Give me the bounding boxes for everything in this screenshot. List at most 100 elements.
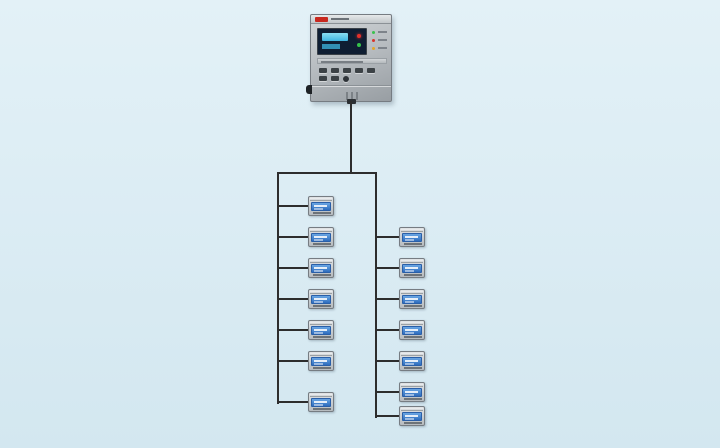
detector-terminals [404, 422, 422, 424]
detector-label [402, 357, 422, 366]
status-led-caption [378, 47, 387, 49]
detector-stub-line [277, 298, 308, 300]
controller-unit [306, 14, 392, 104]
detector-top-strip [401, 322, 423, 325]
detector-label-subtext [314, 239, 323, 241]
detector-label-text [405, 298, 418, 300]
detector-node [308, 351, 334, 371]
detector-label-subtext [405, 301, 414, 303]
detector-node [308, 258, 334, 278]
detector-label [311, 357, 331, 366]
vent-slit [351, 92, 353, 100]
detector-label [402, 412, 422, 421]
detector-label-text [314, 401, 327, 403]
detector-top-strip [310, 322, 332, 325]
lcd-readout-primary [322, 33, 348, 41]
detector-stub-line [375, 360, 399, 362]
button-row-upper [319, 68, 375, 73]
model-label-strip [317, 58, 387, 64]
enclosure-seam-highlight [311, 86, 391, 87]
enclosure-seam [311, 85, 391, 86]
detector-label [402, 233, 422, 242]
detector-label [402, 295, 422, 304]
detector-label-text [405, 391, 418, 393]
detector-label [311, 295, 331, 304]
detector-label [311, 264, 331, 273]
detector-stub-line [277, 401, 308, 403]
detector-top-strip [401, 260, 423, 263]
detector-label-text [314, 236, 327, 238]
detector-top-strip [310, 291, 332, 294]
brand-logo-badge [315, 17, 328, 22]
left-bus-line [277, 172, 279, 404]
status-led-caption [378, 31, 387, 33]
detector-top-strip [310, 229, 332, 232]
controller-display-screen [317, 28, 367, 55]
detector-label-subtext [405, 239, 414, 241]
detector-node [399, 289, 425, 309]
detector-label [402, 264, 422, 273]
detector-terminals [404, 336, 422, 338]
detector-stub-line [375, 267, 399, 269]
detector-top-strip [401, 229, 423, 232]
brand-text [331, 18, 349, 20]
panel-button [355, 68, 363, 73]
side-buzzer-nub [306, 85, 312, 94]
lcd-readout-secondary [322, 44, 340, 49]
detector-top-strip [310, 394, 332, 397]
power-led-green [357, 43, 361, 47]
detector-node [308, 289, 334, 309]
detector-label [402, 326, 422, 335]
detector-terminals [404, 243, 422, 245]
detector-stub-line [375, 298, 399, 300]
detector-label-subtext [314, 363, 323, 365]
detector-label-text [405, 236, 418, 238]
detector-terminals [313, 243, 331, 245]
detector-stub-line [375, 236, 399, 238]
detector-top-strip [310, 198, 332, 201]
panel-button [331, 76, 339, 81]
detector-label [311, 398, 331, 407]
detector-label-text [314, 360, 327, 362]
detector-label-subtext [405, 270, 414, 272]
detector-label-text [405, 267, 418, 269]
detector-node [399, 406, 425, 426]
detector-label-subtext [314, 404, 323, 406]
status-led-green [372, 31, 375, 34]
panel-button [319, 76, 327, 81]
controller-top-panel [311, 15, 391, 24]
panel-button [331, 68, 339, 73]
detector-node [399, 351, 425, 371]
detector-label-subtext [405, 363, 414, 365]
model-label-text [321, 61, 363, 63]
detector-stub-line [375, 415, 399, 417]
detector-stub-line [277, 205, 308, 207]
detector-node [308, 320, 334, 340]
button-row-lower [319, 76, 349, 82]
detector-label-subtext [405, 418, 414, 420]
detector-node [399, 382, 425, 402]
detector-top-strip [310, 260, 332, 263]
detector-label-text [405, 415, 418, 417]
panel-round-button [343, 76, 349, 82]
detector-terminals [313, 274, 331, 276]
panel-button [343, 68, 351, 73]
detector-terminals [313, 367, 331, 369]
detector-stub-line [277, 236, 308, 238]
detector-node [308, 196, 334, 216]
detector-label-subtext [314, 270, 323, 272]
detector-label-text [314, 329, 327, 331]
detector-stub-line [375, 329, 399, 331]
detector-terminals [404, 305, 422, 307]
branch-horizontal-line [277, 172, 377, 174]
panel-button [367, 68, 375, 73]
detector-terminals [404, 274, 422, 276]
status-led-caption [378, 39, 387, 41]
detector-top-strip [401, 291, 423, 294]
detector-node [308, 227, 334, 247]
detector-label-text [314, 205, 327, 207]
detector-node [308, 392, 334, 412]
controller-drop-line [350, 101, 352, 173]
detector-stub-line [277, 360, 308, 362]
detector-label-subtext [314, 208, 323, 210]
